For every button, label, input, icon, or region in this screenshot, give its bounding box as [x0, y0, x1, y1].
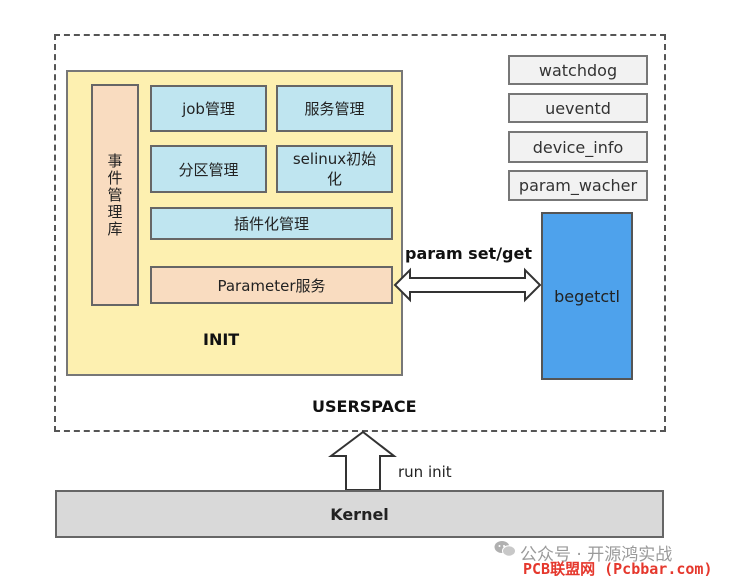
kernel-box: Kernel [55, 490, 664, 538]
daemon-param-wacher: param_wacher [508, 170, 648, 201]
job-management-box: job管理 [150, 85, 267, 132]
plugin-management-box: 插件化管理 [150, 207, 393, 240]
watermark-text: 公众号 · 开源鸿实战 [520, 545, 673, 565]
init-label: INIT [203, 330, 240, 349]
parameter-service-box: Parameter服务 [150, 266, 393, 304]
daemon-device-info: device_info [508, 131, 648, 163]
daemon-watchdog: watchdog [508, 55, 648, 85]
footer-watermark: PCB联盟网 (Pcbbar.com) [523, 560, 713, 578]
daemon-ueventd: ueventd [508, 93, 648, 123]
param-double-arrow [393, 267, 542, 303]
service-management-box: 服务管理 [276, 85, 393, 132]
userspace-label: USERSPACE [312, 397, 417, 416]
userspace-container [54, 34, 666, 432]
wechat-icon [494, 540, 516, 558]
partition-management-box: 分区管理 [150, 145, 267, 193]
run-init-label: run init [398, 463, 452, 481]
run-init-up-arrow [328, 430, 397, 491]
param-link-label: param set/get [405, 244, 532, 263]
event-management-library: 事件管理库 [91, 84, 139, 306]
selinux-init-box: selinux初始化 [276, 145, 393, 193]
begetctl-box: begetctl [541, 212, 633, 380]
